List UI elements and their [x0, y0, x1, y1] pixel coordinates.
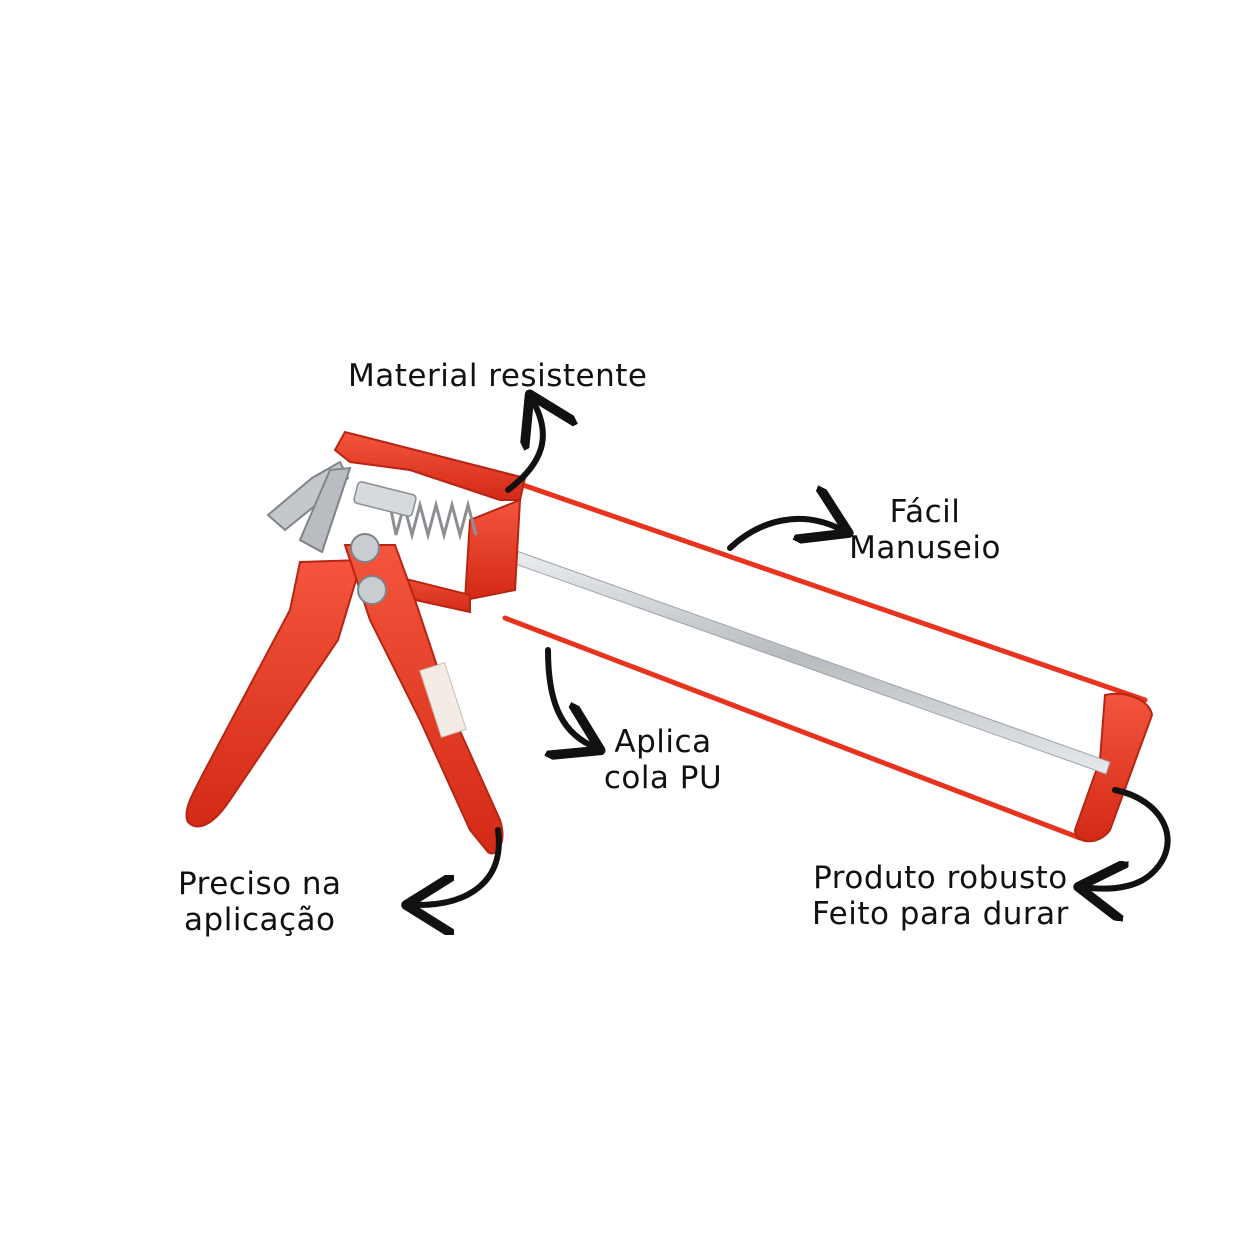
end-cap	[1073, 692, 1154, 843]
arrow-material	[505, 405, 543, 493]
arrow-aplica	[548, 647, 590, 745]
pivot-rivet-bottom	[357, 575, 387, 605]
annotation-aplica-cola: Aplica cola PU	[598, 724, 728, 796]
rod-sleeve	[353, 481, 417, 517]
annotation-line: Aplica	[614, 724, 712, 760]
pivot-rivet-top	[350, 533, 380, 563]
bottom-rail	[502, 615, 1083, 841]
annotation-line: aplicação	[184, 902, 336, 938]
annotation-line: cola PU	[603, 760, 723, 796]
housing-front	[463, 498, 522, 602]
trigger-label	[419, 662, 467, 738]
annotation-line: Preciso na	[178, 866, 342, 902]
gun-body	[185, 430, 527, 855]
annotation-material-resistente: Material resistente	[348, 358, 647, 394]
annotation-line: Produto robusto	[813, 860, 1068, 896]
annotation-arrows	[418, 405, 1171, 905]
arrow-facil	[727, 519, 838, 551]
annotation-preciso: Preciso na aplicação	[178, 866, 342, 938]
annotation-line: Fácil	[889, 494, 961, 530]
housing-top	[333, 430, 527, 501]
cradle-frame	[502, 481, 1154, 843]
arrow-produto	[1090, 787, 1171, 889]
annotation-line: Feito para durar	[812, 896, 1069, 932]
lever-plate	[298, 466, 352, 554]
top-rail	[517, 481, 1148, 703]
annotation-line: Manuseio	[849, 530, 1001, 566]
arrow-preciso	[418, 827, 502, 905]
annotation-facil-manuseio: Fácil Manuseio	[845, 494, 1005, 566]
fixed-handle	[185, 558, 364, 828]
annotation-line: Material resistente	[348, 358, 648, 394]
annotation-produto-robusto: Produto robusto Feito para durar	[812, 860, 1069, 932]
